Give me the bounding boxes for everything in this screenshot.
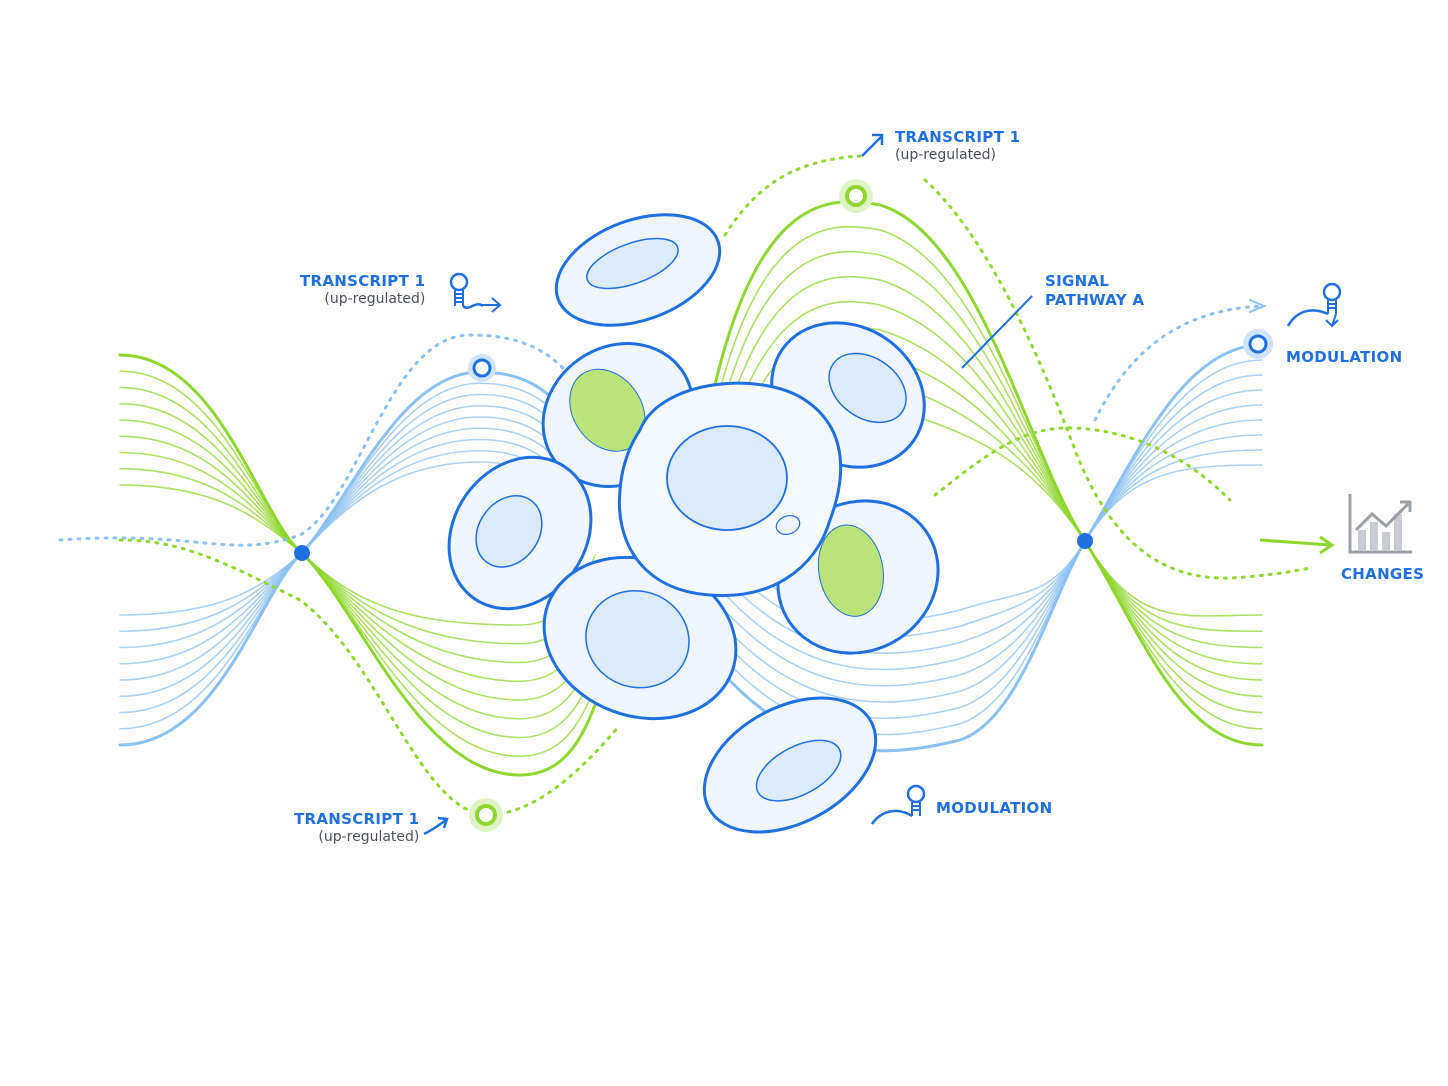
label-title: TRANSCRIPT 1 <box>300 272 426 290</box>
label-changes: CHANGES <box>1341 565 1424 584</box>
label-subtitle: (up-regulated) <box>324 290 426 307</box>
wave-line-green <box>714 225 1263 730</box>
wave-line-green <box>714 275 1263 698</box>
cell-top <box>554 213 722 327</box>
node-bottom-green <box>469 798 503 832</box>
wave-line-blue <box>119 404 566 698</box>
wave-line-blue <box>119 416 566 681</box>
label-transcript-left: TRANSCRIPT 1 (up-regulated) <box>300 272 425 308</box>
wave-line-blue <box>118 370 567 747</box>
cell-lower-left <box>542 555 738 721</box>
label-subtitle: (up-regulated) <box>318 828 420 845</box>
arrow-up-right-icon <box>423 816 449 836</box>
cell-bottom <box>702 696 878 834</box>
rna-hairpin-icon <box>449 272 484 309</box>
dotted-path-green <box>923 178 1312 580</box>
label-modulation-right: MODULATION <box>1286 348 1402 367</box>
arrow-up-right-icon <box>861 133 884 157</box>
signal-pathway-leader-line <box>961 295 1033 369</box>
wave-line-green <box>118 353 597 777</box>
wave-line-green <box>713 200 1264 747</box>
label-subtitle: (up-regulated) <box>895 146 997 163</box>
wave-line-green <box>714 300 1263 681</box>
label-title: TRANSCRIPT 1 <box>294 810 420 828</box>
wave-line-green <box>714 250 1263 714</box>
dotted-path-green <box>118 538 622 817</box>
wave-line-blue <box>719 404 1263 687</box>
label-title: TRANSCRIPT 1 <box>895 128 1021 146</box>
node-top-green <box>839 179 873 213</box>
arrow-right-icon <box>480 297 502 313</box>
label-title: CHANGES <box>1341 565 1425 583</box>
wave-line-blue <box>119 393 566 714</box>
label-line1: SIGNAL <box>1045 272 1110 290</box>
arrow-head <box>1249 299 1267 313</box>
label-line2: PATHWAY A <box>1045 290 1145 309</box>
changes-arrow <box>1259 538 1331 547</box>
wave-line-green <box>119 435 596 683</box>
dotted-path-blue <box>58 333 567 547</box>
changes-arrow-head <box>1319 535 1335 555</box>
wave-line-blue <box>719 419 1263 671</box>
wave-line-blue <box>119 382 566 730</box>
label-title: MODULATION <box>936 799 1053 817</box>
wave-line-green <box>119 402 596 720</box>
dotted-path-green <box>933 426 1232 502</box>
wave-line-blue <box>119 449 566 633</box>
rna-hairpin-icon <box>870 784 926 825</box>
node-right-blue <box>1243 329 1273 359</box>
label-transcript-bottom: TRANSCRIPT 1 (up-regulated) <box>294 810 419 846</box>
cell-center <box>617 381 843 598</box>
label-transcript-top: TRANSCRIPT 1 (up-regulated) <box>895 128 1020 164</box>
convergence-point-right <box>1077 533 1093 549</box>
rna-hairpin-icon <box>1286 282 1342 328</box>
wave-line-green <box>119 419 596 701</box>
wave-line-green <box>119 370 596 758</box>
wave-line-blue <box>719 389 1263 703</box>
label-signal-pathway: SIGNAL PATHWAY A <box>1045 272 1144 310</box>
dotted-path-green <box>723 154 862 237</box>
wave-line-blue <box>119 438 566 649</box>
convergence-point-left <box>294 545 310 561</box>
dotted-path-blue <box>1093 304 1264 422</box>
node-left-blue <box>468 354 496 382</box>
label-title: MODULATION <box>1286 348 1403 366</box>
bar-chart-trend-icon <box>1348 494 1412 554</box>
wave-line-green <box>119 386 596 739</box>
label-modulation-bottom: MODULATION <box>936 799 1052 818</box>
wave-line-blue <box>119 427 566 665</box>
